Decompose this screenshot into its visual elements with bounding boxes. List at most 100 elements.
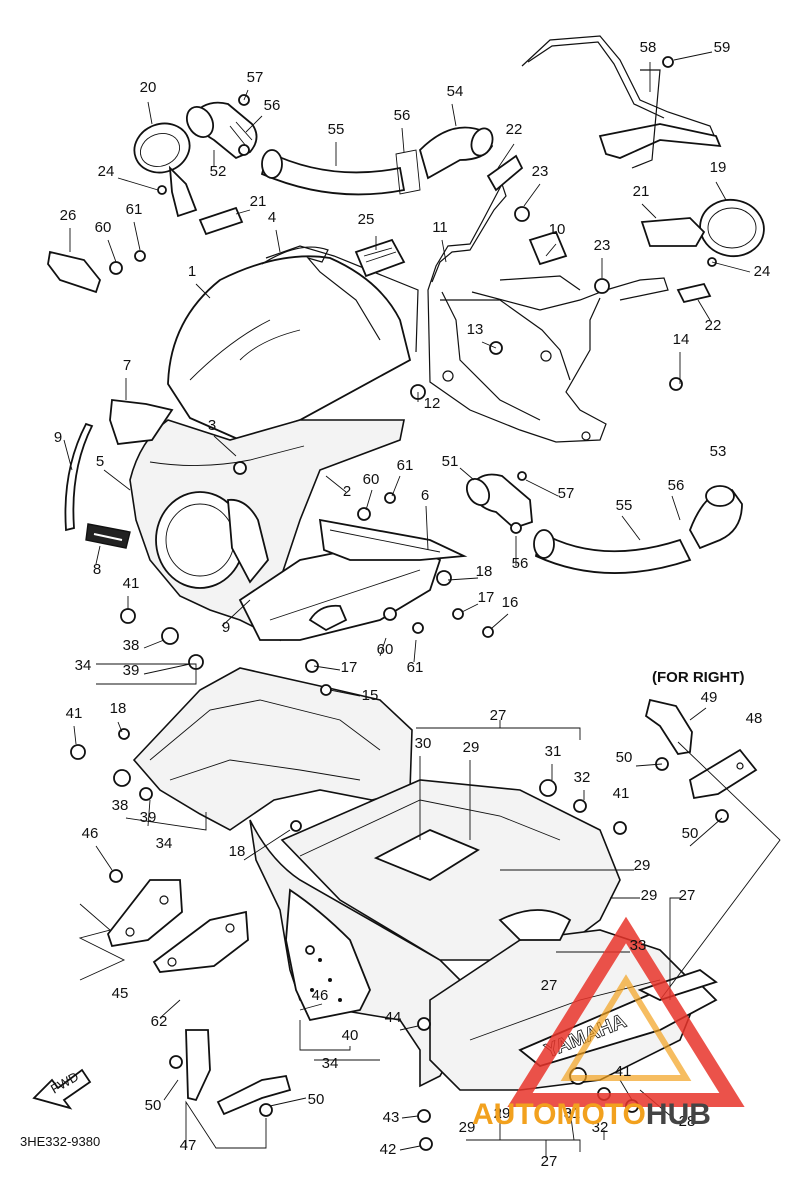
callout-50: 50 xyxy=(616,749,633,766)
emblem xyxy=(85,523,131,549)
callout-40: 40 xyxy=(342,1027,359,1044)
callout-49: 49 xyxy=(701,689,718,706)
callout-46: 46 xyxy=(82,825,99,842)
callout-48: 48 xyxy=(746,710,763,727)
callout-54: 54 xyxy=(447,83,464,100)
callout-9: 9 xyxy=(54,429,62,446)
callout-29: 29 xyxy=(641,887,658,904)
callout-2: 2 xyxy=(343,483,351,500)
callout-59: 59 xyxy=(714,39,731,56)
callout-17: 17 xyxy=(341,659,358,676)
watermark-text-part1: AUTO xyxy=(472,1098,556,1131)
for-right-caption: (FOR RIGHT) xyxy=(652,669,744,686)
callout-1: 1 xyxy=(188,263,196,280)
watermark-text-part3: HUB xyxy=(646,1098,711,1131)
callout-43: 43 xyxy=(383,1109,400,1126)
callout-19: 19 xyxy=(710,159,727,176)
callout-52: 52 xyxy=(210,163,227,180)
callout-18: 18 xyxy=(110,700,127,717)
callout-17: 17 xyxy=(478,589,495,606)
callout-29: 29 xyxy=(494,1105,511,1122)
bracket-47a xyxy=(185,1029,211,1102)
callout-38: 38 xyxy=(112,797,129,814)
callout-3: 3 xyxy=(208,417,216,434)
callout-61: 61 xyxy=(126,201,143,218)
bracket-45b xyxy=(152,910,249,973)
callout-34: 34 xyxy=(156,835,173,852)
callout-60: 60 xyxy=(95,219,112,236)
callout-20: 20 xyxy=(140,79,157,96)
callout-24: 24 xyxy=(754,263,771,280)
callout-58: 58 xyxy=(640,39,657,56)
callout-7: 7 xyxy=(123,357,131,374)
callout-32: 32 xyxy=(592,1119,609,1136)
left-mirror xyxy=(133,122,198,218)
callout-22: 22 xyxy=(506,121,523,138)
callout-13: 13 xyxy=(467,321,484,338)
top-stay-bracket xyxy=(521,35,722,169)
callout-46: 46 xyxy=(312,987,329,1004)
callout-12: 12 xyxy=(424,395,441,412)
inner-panel xyxy=(318,518,468,561)
windshield-molding xyxy=(261,245,419,353)
bracket-48 xyxy=(688,748,758,800)
callout-27: 27 xyxy=(679,887,696,904)
callout-39: 39 xyxy=(123,662,140,679)
callout-56: 56 xyxy=(668,477,685,494)
fasteners xyxy=(47,56,729,1151)
callout-51: 51 xyxy=(442,453,459,470)
callout-38: 38 xyxy=(123,637,140,654)
callout-42: 42 xyxy=(380,1141,397,1158)
callout-23: 23 xyxy=(594,237,611,254)
flap xyxy=(109,398,174,445)
callout-41: 41 xyxy=(123,575,140,592)
callout-9: 9 xyxy=(222,619,230,636)
callout-15: 15 xyxy=(362,687,379,704)
callout-16: 16 xyxy=(502,594,519,611)
callout-56: 56 xyxy=(512,555,529,572)
left-air-duct-hose xyxy=(260,126,494,196)
callout-45: 45 xyxy=(112,985,129,1002)
bracket-47b xyxy=(216,1074,292,1116)
right-duct-elbow xyxy=(465,473,533,530)
callout-23: 23 xyxy=(532,163,549,180)
callout-32: 32 xyxy=(574,769,591,786)
callout-14: 14 xyxy=(673,331,690,348)
cowling-label xyxy=(354,238,406,278)
callout-29: 29 xyxy=(459,1119,476,1136)
callout-18: 18 xyxy=(476,563,493,580)
callout-61: 61 xyxy=(397,457,414,474)
mirror-gasket-plate xyxy=(198,206,244,236)
callout-62: 62 xyxy=(151,1013,168,1030)
callout-30: 30 xyxy=(415,735,432,752)
callout-34: 34 xyxy=(322,1055,339,1072)
callout-29: 29 xyxy=(634,857,651,874)
callout-10: 10 xyxy=(549,221,566,238)
windshield xyxy=(167,255,412,441)
callout-5: 5 xyxy=(96,453,104,470)
callout-57: 57 xyxy=(558,485,575,502)
watermark-text-part2: MOTO xyxy=(556,1098,645,1131)
callout-50: 50 xyxy=(145,1097,162,1114)
bracket-49 xyxy=(644,698,693,755)
watermark-logo xyxy=(507,916,745,1107)
callout-61: 61 xyxy=(407,659,424,676)
callout-41: 41 xyxy=(66,705,83,722)
callout-21: 21 xyxy=(633,183,650,200)
callout-22: 22 xyxy=(705,317,722,334)
callout-4: 4 xyxy=(268,209,276,226)
callout-60: 60 xyxy=(363,471,380,488)
callout-56: 56 xyxy=(264,97,281,114)
callout-55: 55 xyxy=(616,497,633,514)
callout-25: 25 xyxy=(358,211,375,228)
callout-28: 28 xyxy=(679,1113,696,1130)
callout-29: 29 xyxy=(463,739,480,756)
callout-50: 50 xyxy=(308,1091,325,1108)
callout-27: 27 xyxy=(541,977,558,994)
callout-33: 33 xyxy=(630,937,647,954)
grommet-right xyxy=(676,282,712,304)
bracket-45a xyxy=(106,879,183,948)
callout-56: 56 xyxy=(394,107,411,124)
callout-26: 26 xyxy=(60,207,77,224)
